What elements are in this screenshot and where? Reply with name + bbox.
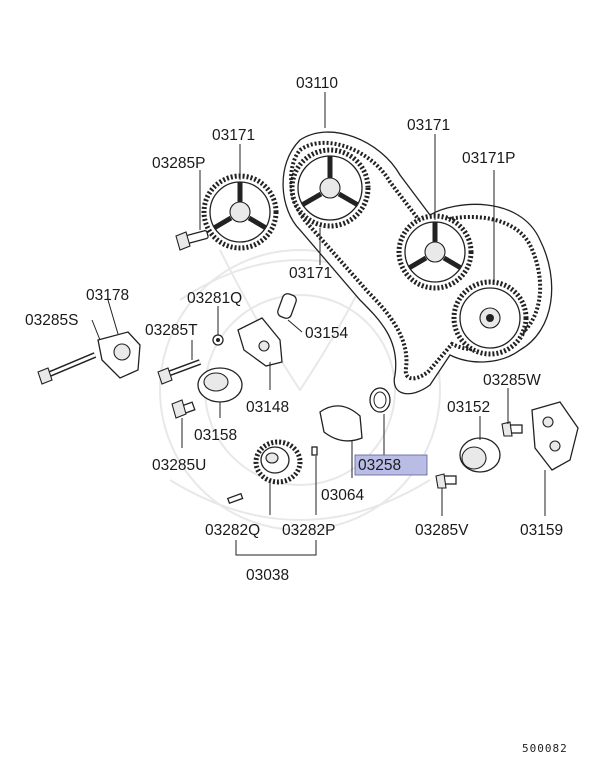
label-03064[interactable]: 03064 — [321, 487, 364, 504]
flange-03064 — [319, 405, 363, 442]
bolt-03285T — [157, 359, 202, 385]
label-03282P[interactable]: 03282P — [282, 522, 335, 539]
bracket-03148 — [237, 317, 283, 367]
key-03282P — [311, 446, 318, 456]
leader-lines — [91, 92, 546, 556]
label-03178[interactable]: 03178 — [86, 287, 129, 304]
tensioner-arm-03178 — [97, 331, 141, 379]
key-03282Q — [226, 492, 244, 505]
label-03152[interactable]: 03152 — [447, 399, 490, 416]
label-03171-right[interactable]: 03171 — [407, 117, 450, 134]
label-03171-left[interactable]: 03171 — [212, 127, 255, 144]
label-03171P[interactable]: 03171P — [462, 150, 515, 167]
camshaft-sprocket-left — [201, 173, 279, 251]
label-03285V[interactable]: 03285V — [415, 522, 469, 539]
label-03171-center[interactable]: 03171 — [289, 265, 332, 282]
bolt-03285V — [435, 473, 457, 489]
label-03110[interactable]: 03110 — [296, 75, 338, 92]
camshaft-sprocket-right-upper — [396, 213, 474, 291]
part-highlight — [354, 454, 428, 476]
camshaft-sprocket-right-lower — [451, 279, 529, 357]
bolt-03285W — [501, 421, 523, 437]
bolt-03285U — [171, 399, 196, 419]
crank-sprocket-03038 — [253, 439, 303, 485]
label-03258[interactable]: 03258 — [358, 457, 401, 474]
label-03159[interactable]: 03159 — [520, 522, 563, 539]
pulley-03158 — [197, 367, 243, 403]
pin-03154 — [277, 293, 297, 319]
bracket-03159 — [531, 401, 579, 471]
label-03285T[interactable]: 03285T — [145, 322, 198, 339]
label-03154[interactable]: 03154 — [305, 325, 348, 342]
idler-pulley-03152 — [459, 437, 501, 473]
label-03285S[interactable]: 03285S — [25, 312, 78, 329]
label-03038[interactable]: 03038 — [246, 567, 289, 584]
label-03158[interactable]: 03158 — [194, 427, 237, 444]
oil-seal-03258 — [369, 387, 391, 413]
bolt-03285P — [175, 230, 209, 251]
washer-03281Q — [212, 334, 224, 346]
watermark-emblem — [159, 249, 441, 531]
part-labels: 03110 03171 03285P 03171 03171P 03171 03… — [25, 75, 563, 584]
label-03282Q[interactable]: 03282Q — [205, 522, 260, 539]
label-03285W[interactable]: 03285W — [483, 372, 541, 389]
camshaft-sprocket-center — [289, 147, 371, 229]
label-03285U[interactable]: 03285U — [152, 457, 206, 474]
label-03148[interactable]: 03148 — [246, 399, 289, 416]
diagram-code: 500082 — [522, 742, 568, 755]
label-03285P[interactable]: 03285P — [152, 155, 205, 172]
label-03281Q[interactable]: 03281Q — [187, 290, 242, 307]
bolt-03285S — [37, 352, 97, 385]
